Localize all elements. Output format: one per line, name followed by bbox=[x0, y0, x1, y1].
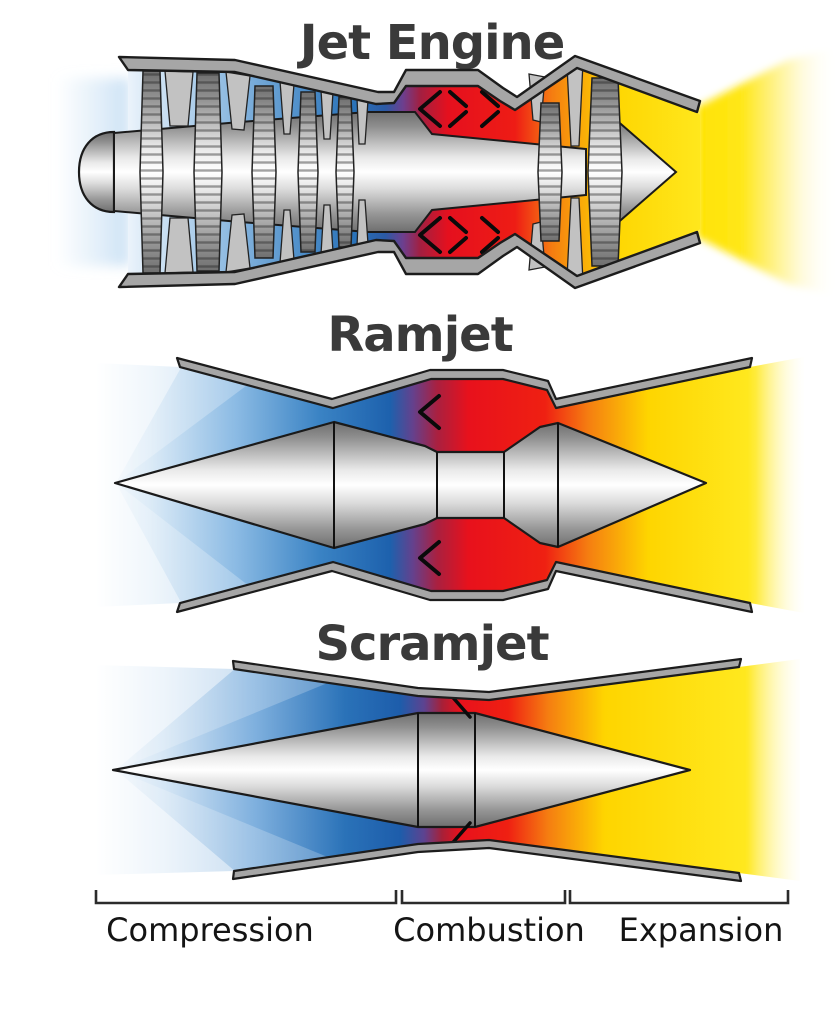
ramjet-plume-fade bbox=[756, 352, 806, 618]
compression-label: Compression bbox=[106, 911, 314, 949]
compressor-rotor bbox=[335, 96, 355, 248]
ramjet-flame-holders bbox=[418, 394, 441, 576]
scramjet-intake-shock-wedge bbox=[95, 663, 236, 877]
title-scramjet: Scramjet bbox=[315, 616, 548, 672]
turbojet-casing bbox=[117, 54, 702, 290]
turbojet-combustor-flame-holders bbox=[418, 90, 500, 254]
scramjet-body-seams bbox=[417, 713, 476, 827]
title-ramjet: Ramjet bbox=[327, 307, 512, 363]
stage-brackets bbox=[94, 890, 790, 905]
ramjet-shock-fan-lower bbox=[116, 483, 258, 604]
scramjet-diagram bbox=[95, 650, 804, 888]
turbojet-compressor-rotors bbox=[139, 70, 355, 274]
compressor-rotor bbox=[251, 85, 277, 259]
turbojet-diagram bbox=[58, 48, 838, 296]
expansion-label: Expansion bbox=[619, 911, 784, 949]
expansion-bracket bbox=[568, 890, 790, 905]
ramjet-shock-fan-upper bbox=[116, 366, 258, 483]
turbojet-nose-cone bbox=[77, 130, 116, 214]
combustion-bracket bbox=[400, 890, 567, 905]
compressor-rotor bbox=[297, 91, 319, 253]
ramjet-body-seams bbox=[333, 422, 559, 548]
scramjet-plume-fade bbox=[748, 650, 804, 888]
combustion-label: Combustion bbox=[393, 911, 585, 949]
scramjet-shock-fan-lower bbox=[116, 770, 330, 872]
scramjet-casing bbox=[231, 657, 743, 883]
ramjet-diagram bbox=[95, 352, 806, 618]
title-turbojet: Jet Engine bbox=[297, 15, 565, 71]
scramjet-shock-fan-upper bbox=[116, 668, 330, 770]
compression-bracket bbox=[94, 890, 398, 905]
turbojet-stator-vanes bbox=[164, 61, 584, 283]
turbine-rotor bbox=[537, 102, 563, 242]
stage-labels: Compression Combustion Expansion bbox=[106, 911, 783, 949]
turbine-rotor bbox=[587, 77, 623, 267]
ramjet-intake-shock-wedge bbox=[95, 361, 182, 609]
ramjet-casing bbox=[175, 356, 754, 614]
compressor-rotor bbox=[139, 70, 164, 274]
turbojet-turbine-stages bbox=[537, 77, 623, 267]
compressor-rotor bbox=[193, 72, 223, 272]
turbojet-exhaust-plume bbox=[697, 48, 838, 296]
